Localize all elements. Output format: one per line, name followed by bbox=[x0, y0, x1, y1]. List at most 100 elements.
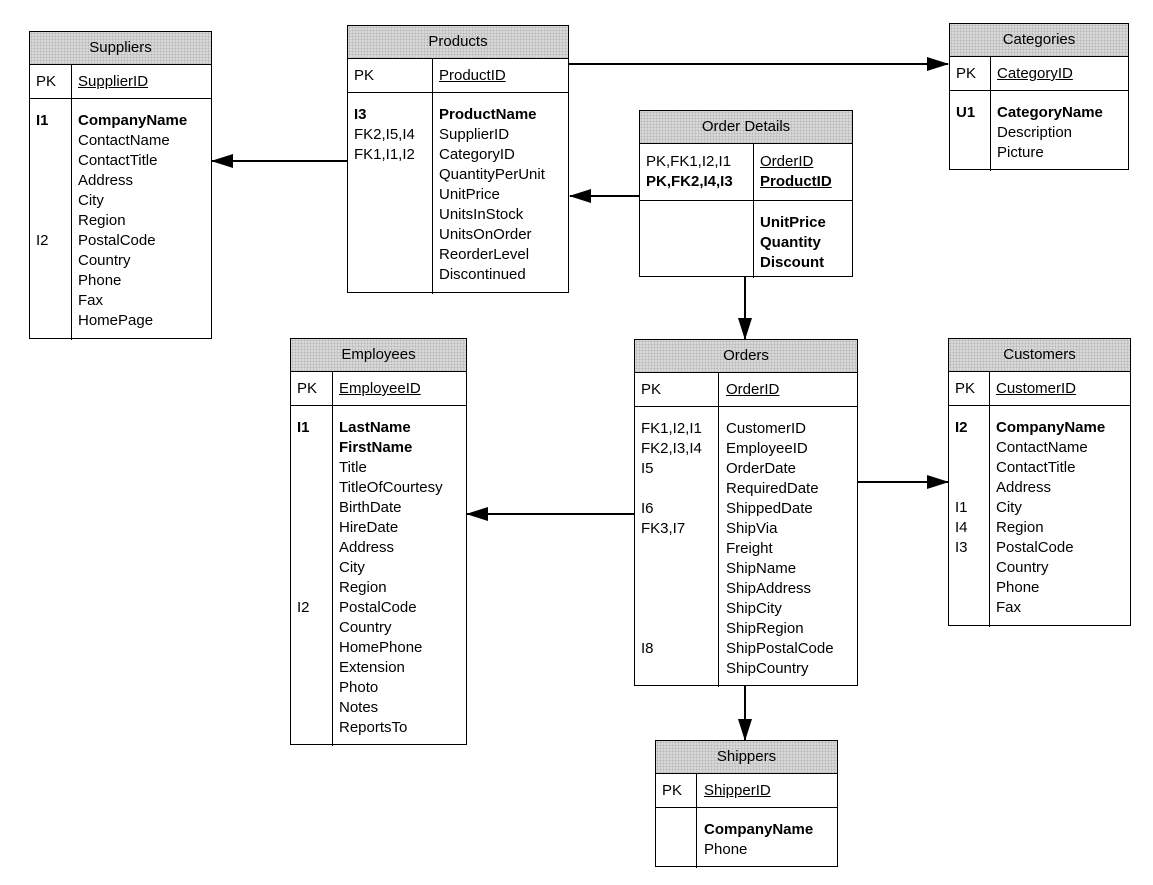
pk-label-column: PK,FK1,I2,I1 PK,FK2,I4,I3 bbox=[640, 144, 754, 200]
field-column: CompanyName ContactName ContactTitle Add… bbox=[78, 111, 187, 331]
entity-title: Products bbox=[348, 26, 568, 59]
index-label: FK1,I2,I1 bbox=[641, 420, 702, 437]
index-column: I1 I2 bbox=[30, 99, 72, 340]
field: ReorderLevel bbox=[439, 246, 530, 263]
field: UnitsInStock bbox=[439, 206, 524, 223]
field: ContactName bbox=[996, 439, 1088, 456]
field: Country bbox=[996, 559, 1049, 576]
attributes-section: I1 I2 LastName FirstName Title TitleOfCo… bbox=[291, 406, 466, 746]
field-column: LastName FirstName Title TitleOfCourtesy… bbox=[339, 418, 443, 738]
entity-title: Suppliers bbox=[30, 32, 211, 65]
field: Address bbox=[78, 172, 134, 189]
field-column: UnitPrice Quantity Discount bbox=[760, 213, 826, 273]
field: ProductName bbox=[439, 106, 537, 123]
field: PostalCode bbox=[339, 599, 417, 616]
pk-label: PK bbox=[291, 372, 333, 405]
pk-field: OrderID bbox=[726, 381, 780, 398]
field: CategoryID bbox=[439, 146, 515, 163]
entity-title: Customers bbox=[949, 339, 1130, 372]
field: Notes bbox=[339, 699, 379, 716]
pk-field: ProductID bbox=[760, 173, 832, 190]
field: City bbox=[339, 559, 365, 576]
pk-label: PK bbox=[656, 774, 697, 807]
index-column bbox=[656, 808, 697, 868]
attributes-section: CompanyName Phone bbox=[656, 808, 837, 868]
primary-key-row: PK EmployeeID bbox=[291, 372, 466, 406]
attributes-section: UnitPrice Quantity Discount bbox=[640, 201, 852, 278]
pk-field: ShipperID bbox=[704, 782, 771, 799]
field: Title bbox=[339, 459, 367, 476]
field: ShipPostalCode bbox=[726, 640, 834, 657]
field: CategoryName bbox=[997, 104, 1103, 121]
field: ContactTitle bbox=[996, 459, 1076, 476]
field: CustomerID bbox=[726, 420, 807, 437]
pk-label: PK bbox=[348, 59, 433, 92]
field: UnitPrice bbox=[439, 186, 500, 203]
field: RequiredDate bbox=[726, 480, 819, 497]
index-label: I4 bbox=[955, 519, 968, 536]
field: UnitsOnOrder bbox=[439, 226, 532, 243]
index-label: I1 bbox=[36, 112, 49, 129]
pk-label: PK bbox=[30, 65, 72, 98]
field: QuantityPerUnit bbox=[439, 166, 545, 183]
attributes-section: FK1,I2,I1 FK2,I3,I4 I5 I6 FK3,I7 I8 Cust… bbox=[635, 407, 857, 687]
primary-key-row: PK SupplierID bbox=[30, 65, 211, 99]
index-label: I1 bbox=[297, 419, 310, 436]
field-column: CategoryName Description Picture bbox=[997, 103, 1103, 163]
field: ContactTitle bbox=[78, 152, 158, 169]
index-column: U1 bbox=[950, 91, 991, 171]
index-label: I2 bbox=[36, 232, 49, 249]
field: Discontinued bbox=[439, 266, 526, 283]
field: CompanyName bbox=[704, 821, 814, 838]
index-label: FK2,I3,I4 bbox=[641, 440, 702, 457]
primary-key-row: PK CategoryID bbox=[950, 57, 1128, 91]
field: CompanyName bbox=[996, 419, 1106, 436]
index-label: I3 bbox=[955, 539, 968, 556]
pk-field: CategoryID bbox=[997, 65, 1073, 82]
entity-customers: Customers PK CustomerID I2 I1 I4 I3 Comp… bbox=[948, 338, 1131, 627]
field-column: CompanyName ContactName ContactTitle Add… bbox=[996, 418, 1105, 618]
primary-key-row: PK,FK1,I2,I1 PK,FK2,I4,I3 OrderID Produc… bbox=[640, 144, 852, 201]
index-label: I5 bbox=[641, 460, 654, 477]
field: HomePhone bbox=[339, 639, 423, 656]
field: UnitPrice bbox=[760, 214, 826, 231]
field: Phone bbox=[996, 579, 1040, 596]
index-column bbox=[640, 201, 754, 278]
field: ShipAddress bbox=[726, 580, 812, 597]
index-label: I2 bbox=[297, 599, 310, 616]
field: City bbox=[78, 192, 104, 209]
field: CompanyName bbox=[78, 112, 188, 129]
field-column: ProductName SupplierID CategoryID Quanti… bbox=[439, 105, 545, 285]
pk-field-column: OrderID ProductID bbox=[760, 152, 832, 192]
field: TitleOfCourtesy bbox=[339, 479, 443, 496]
pk-label: PK bbox=[950, 57, 991, 90]
field: Region bbox=[78, 212, 126, 229]
entity-shippers: Shippers PK ShipperID CompanyName Phone bbox=[655, 740, 838, 868]
pk-label: PK bbox=[635, 373, 719, 406]
field: LastName bbox=[339, 419, 411, 436]
attributes-section: I1 I2 CompanyName ContactName ContactTit… bbox=[30, 99, 211, 340]
field: ReportsTo bbox=[339, 719, 408, 736]
pk-field: EmployeeID bbox=[339, 380, 421, 397]
field: Fax bbox=[78, 292, 104, 309]
field: Country bbox=[78, 252, 131, 269]
entity-categories: Categories PK CategoryID U1 CategoryName… bbox=[949, 23, 1129, 171]
index-column: I1 I2 bbox=[291, 406, 333, 746]
field: EmployeeID bbox=[726, 440, 808, 457]
entity-title: Employees bbox=[291, 339, 466, 372]
pk-label: PK,FK2,I4,I3 bbox=[646, 173, 733, 190]
pk-field: CustomerID bbox=[996, 380, 1077, 397]
field: SupplierID bbox=[439, 126, 510, 143]
field: OrderDate bbox=[726, 460, 797, 477]
field: Photo bbox=[339, 679, 379, 696]
field: ShippedDate bbox=[726, 500, 813, 517]
field: Quantity bbox=[760, 234, 821, 251]
field: Region bbox=[339, 579, 387, 596]
field: Picture bbox=[997, 144, 1044, 161]
entity-order-details: Order Details PK,FK1,I2,I1 PK,FK2,I4,I3 … bbox=[639, 110, 853, 278]
field: PostalCode bbox=[78, 232, 156, 249]
entity-title: Shippers bbox=[656, 741, 837, 774]
index-label: I2 bbox=[955, 419, 968, 436]
pk-field: OrderID bbox=[760, 153, 814, 170]
